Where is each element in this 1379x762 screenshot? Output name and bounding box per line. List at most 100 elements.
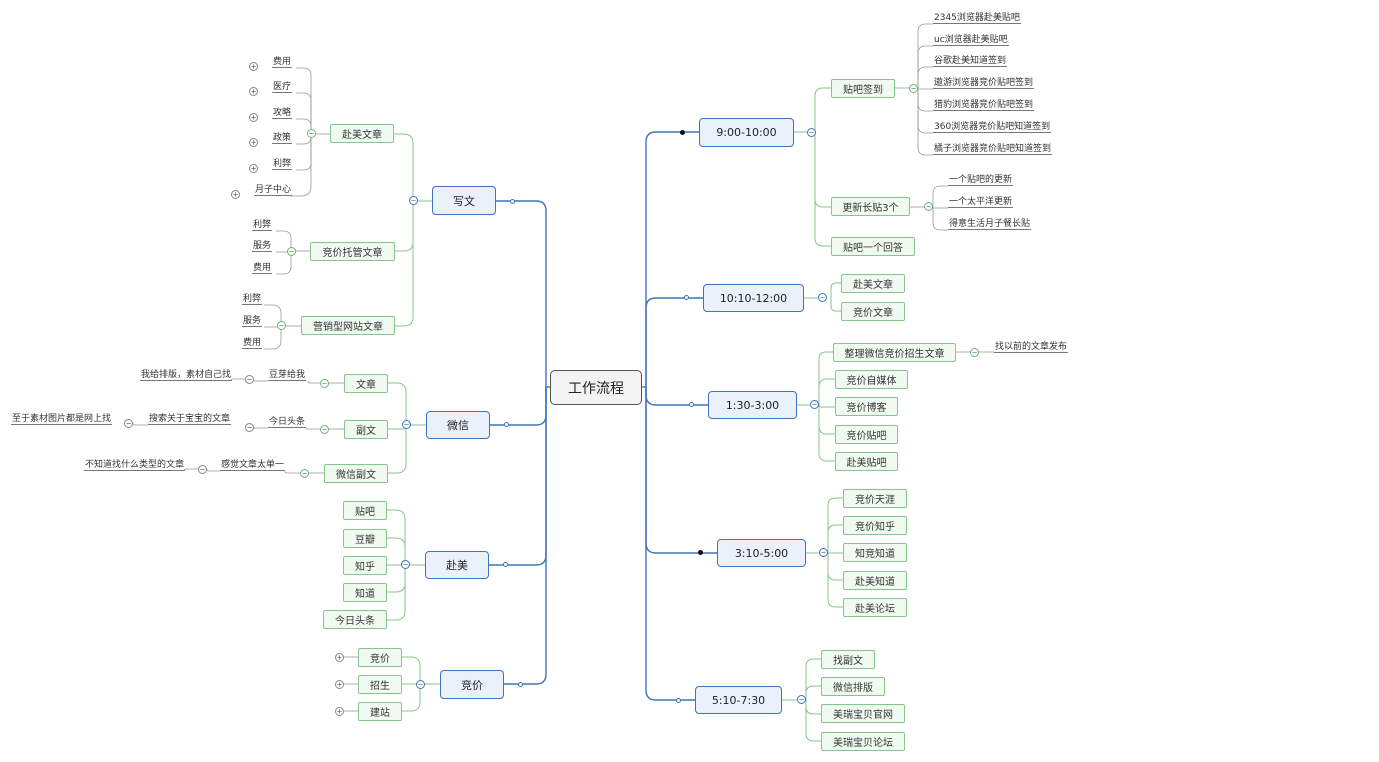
subtopic-fumei-wenzhang[interactable]: 赴美文章: [330, 124, 394, 143]
leaf-website-fuwu[interactable]: 服务: [242, 313, 263, 327]
expand-toggle-icon[interactable]: +: [249, 138, 258, 147]
subtopic-meirui-forum[interactable]: 美瑞宝贝论坛: [821, 732, 905, 751]
collapse-toggle-icon[interactable]: −: [245, 423, 254, 432]
subtopic-wechat-layout[interactable]: 微信排版: [821, 677, 885, 696]
leaf-douya[interactable]: 豆芽给我: [268, 367, 307, 381]
collapse-toggle-icon[interactable]: −: [401, 560, 410, 569]
subtopic-jianzhan[interactable]: 建站: [358, 702, 402, 721]
subtopic-jingjia-media[interactable]: 竞价自媒体: [835, 370, 908, 389]
subtopic-jingjia-zhihu[interactable]: 竞价知乎: [843, 516, 907, 535]
collapse-toggle-icon[interactable]: −: [818, 293, 827, 302]
subtopic-tieba-answer[interactable]: 贴吧一个回答: [831, 237, 915, 256]
subtopic-fumei-article[interactable]: 赴美文章: [841, 274, 905, 293]
leaf-images-online[interactable]: 至于素材图片都是网上找: [11, 411, 113, 425]
subtopic-zhaosheng[interactable]: 招生: [358, 675, 402, 694]
collapse-toggle-icon[interactable]: −: [245, 375, 254, 384]
collapse-toggle-icon[interactable]: −: [198, 465, 207, 474]
expand-toggle-icon[interactable]: +: [249, 87, 258, 96]
subtopic-jingjia[interactable]: 竞价: [358, 648, 402, 667]
topic-xiewen[interactable]: 写文: [432, 186, 496, 215]
subtopic-jingjia-tianya[interactable]: 竞价天涯: [843, 489, 907, 508]
leaf-feiyong[interactable]: 费用: [272, 54, 293, 68]
leaf-2345-browser[interactable]: 2345浏览器赴美贴吧: [933, 10, 1021, 24]
leaf-what-type[interactable]: 不知道找什么类型的文章: [84, 457, 186, 471]
leaf-maxthon-browser[interactable]: 遨游浏览器竞价贴吧签到: [933, 75, 1035, 89]
leaf-tieba-update[interactable]: 一个贴吧的更新: [948, 172, 1014, 186]
collapse-toggle-icon[interactable]: −: [409, 196, 418, 205]
subtopic-fumei-zhidao[interactable]: 赴美知道: [843, 571, 907, 590]
expand-toggle-icon[interactable]: +: [335, 680, 344, 689]
subtopic-tieba-signin[interactable]: 贴吧签到: [831, 79, 895, 98]
expand-toggle-icon[interactable]: +: [231, 190, 240, 199]
subtopic-jingjia-tieba[interactable]: 竞价贴吧: [835, 425, 898, 444]
collapse-toggle-icon[interactable]: −: [797, 695, 806, 704]
leaf-old-articles[interactable]: 找以前的文章发布: [994, 339, 1069, 353]
topic-1-30-3-00[interactable]: 1:30-3:00: [708, 391, 797, 419]
subtopic-jinri-toutiao[interactable]: 今日头条: [323, 610, 387, 629]
leaf-website-libi[interactable]: 利弊: [242, 291, 263, 305]
central-topic[interactable]: 工作流程: [550, 370, 642, 405]
expand-toggle-icon[interactable]: +: [335, 653, 344, 662]
leaf-paiban[interactable]: 我给排版，素材自己找: [140, 367, 233, 381]
subtopic-fumei-forum[interactable]: 赴美论坛: [843, 598, 907, 617]
collapse-toggle-icon[interactable]: −: [277, 321, 286, 330]
leaf-pacific-update[interactable]: 一个太平洋更新: [948, 194, 1014, 208]
subtopic-zhihu[interactable]: 知乎: [343, 556, 387, 575]
leaf-360-browser[interactable]: 360浏览器竞价贴吧知道签到: [933, 119, 1052, 133]
leaf-liebao-browser[interactable]: 猎豹浏览器竞价贴吧签到: [933, 97, 1035, 111]
collapse-toggle-icon[interactable]: −: [320, 379, 329, 388]
collapse-toggle-icon[interactable]: −: [810, 400, 819, 409]
subtopic-zhijing-zhidao[interactable]: 知竞知道: [843, 543, 907, 562]
collapse-toggle-icon[interactable]: −: [807, 128, 816, 137]
collapse-toggle-icon[interactable]: −: [320, 425, 329, 434]
subtopic-update-long-posts[interactable]: 更新长贴3个: [831, 197, 910, 216]
leaf-uc-browser[interactable]: uc浏览器赴美贴吧: [933, 32, 1009, 46]
topic-9-00-10-00[interactable]: 9:00-10:00: [699, 118, 794, 147]
leaf-website-feiyong[interactable]: 费用: [242, 335, 263, 349]
leaf-search-baby[interactable]: 搜索关于宝宝的文章: [148, 411, 232, 425]
leaf-zhengce[interactable]: 政策: [272, 130, 293, 144]
subtopic-tieba[interactable]: 贴吧: [343, 501, 387, 520]
collapse-toggle-icon[interactable]: −: [287, 247, 296, 256]
collapse-toggle-icon[interactable]: −: [970, 348, 979, 357]
leaf-yiliao[interactable]: 医疗: [272, 79, 293, 93]
subtopic-find-fuwen[interactable]: 找副文: [821, 650, 875, 669]
subtopic-fuwen[interactable]: 副文: [344, 420, 388, 439]
collapse-toggle-icon[interactable]: −: [124, 419, 133, 428]
leaf-tuoguan-libi[interactable]: 利弊: [252, 217, 273, 231]
subtopic-jingjia-tuoguan[interactable]: 竞价托管文章: [310, 242, 395, 261]
subtopic-jingjia-blog[interactable]: 竞价博客: [835, 397, 898, 416]
collapse-toggle-icon[interactable]: −: [300, 469, 309, 478]
leaf-deyi-post[interactable]: 得意生活月子餐长贴: [948, 216, 1032, 230]
subtopic-douban[interactable]: 豆瓣: [343, 529, 387, 548]
topic-10-10-12-00[interactable]: 10:10-12:00: [703, 284, 804, 312]
expand-toggle-icon[interactable]: +: [249, 164, 258, 173]
topic-fumei[interactable]: 赴美: [425, 551, 489, 579]
subtopic-yingxiao-website[interactable]: 营销型网站文章: [301, 316, 395, 335]
topic-5-10-7-30[interactable]: 5:10-7:30: [695, 686, 782, 714]
leaf-too-single[interactable]: 感觉文章太单一: [220, 457, 286, 471]
expand-toggle-icon[interactable]: +: [249, 62, 258, 71]
expand-toggle-icon[interactable]: +: [249, 113, 258, 122]
subtopic-weixin-fuwen[interactable]: 微信副文: [324, 464, 388, 483]
collapse-toggle-icon[interactable]: −: [819, 548, 828, 557]
subtopic-zhidao[interactable]: 知道: [343, 583, 387, 602]
leaf-juzi-browser[interactable]: 橘子浏览器竞价贴吧知道签到: [933, 141, 1053, 155]
expand-toggle-icon[interactable]: +: [335, 707, 344, 716]
collapse-toggle-icon[interactable]: −: [402, 420, 411, 429]
topic-3-10-5-00[interactable]: 3:10-5:00: [717, 539, 806, 567]
topic-jingjia[interactable]: 竞价: [440, 670, 504, 699]
collapse-toggle-icon[interactable]: −: [307, 129, 316, 138]
subtopic-wenzhang[interactable]: 文章: [344, 374, 388, 393]
subtopic-meirui-site[interactable]: 美瑞宝贝官网: [821, 704, 905, 723]
subtopic-jingjia-article[interactable]: 竞价文章: [841, 302, 905, 321]
leaf-libi[interactable]: 利弊: [272, 156, 293, 170]
collapse-toggle-icon[interactable]: −: [924, 202, 933, 211]
leaf-tuoguan-feiyong[interactable]: 费用: [252, 260, 273, 274]
leaf-gonglve[interactable]: 攻略: [272, 105, 293, 119]
leaf-tuoguan-fuwu[interactable]: 服务: [252, 238, 273, 252]
subtopic-wechat-articles[interactable]: 整理微信竞价招生文章: [833, 343, 956, 362]
leaf-google-zhidao[interactable]: 谷歌赴美知道签到: [933, 53, 1008, 67]
leaf-yuezi-center[interactable]: 月子中心: [254, 182, 293, 196]
collapse-toggle-icon[interactable]: −: [416, 680, 425, 689]
